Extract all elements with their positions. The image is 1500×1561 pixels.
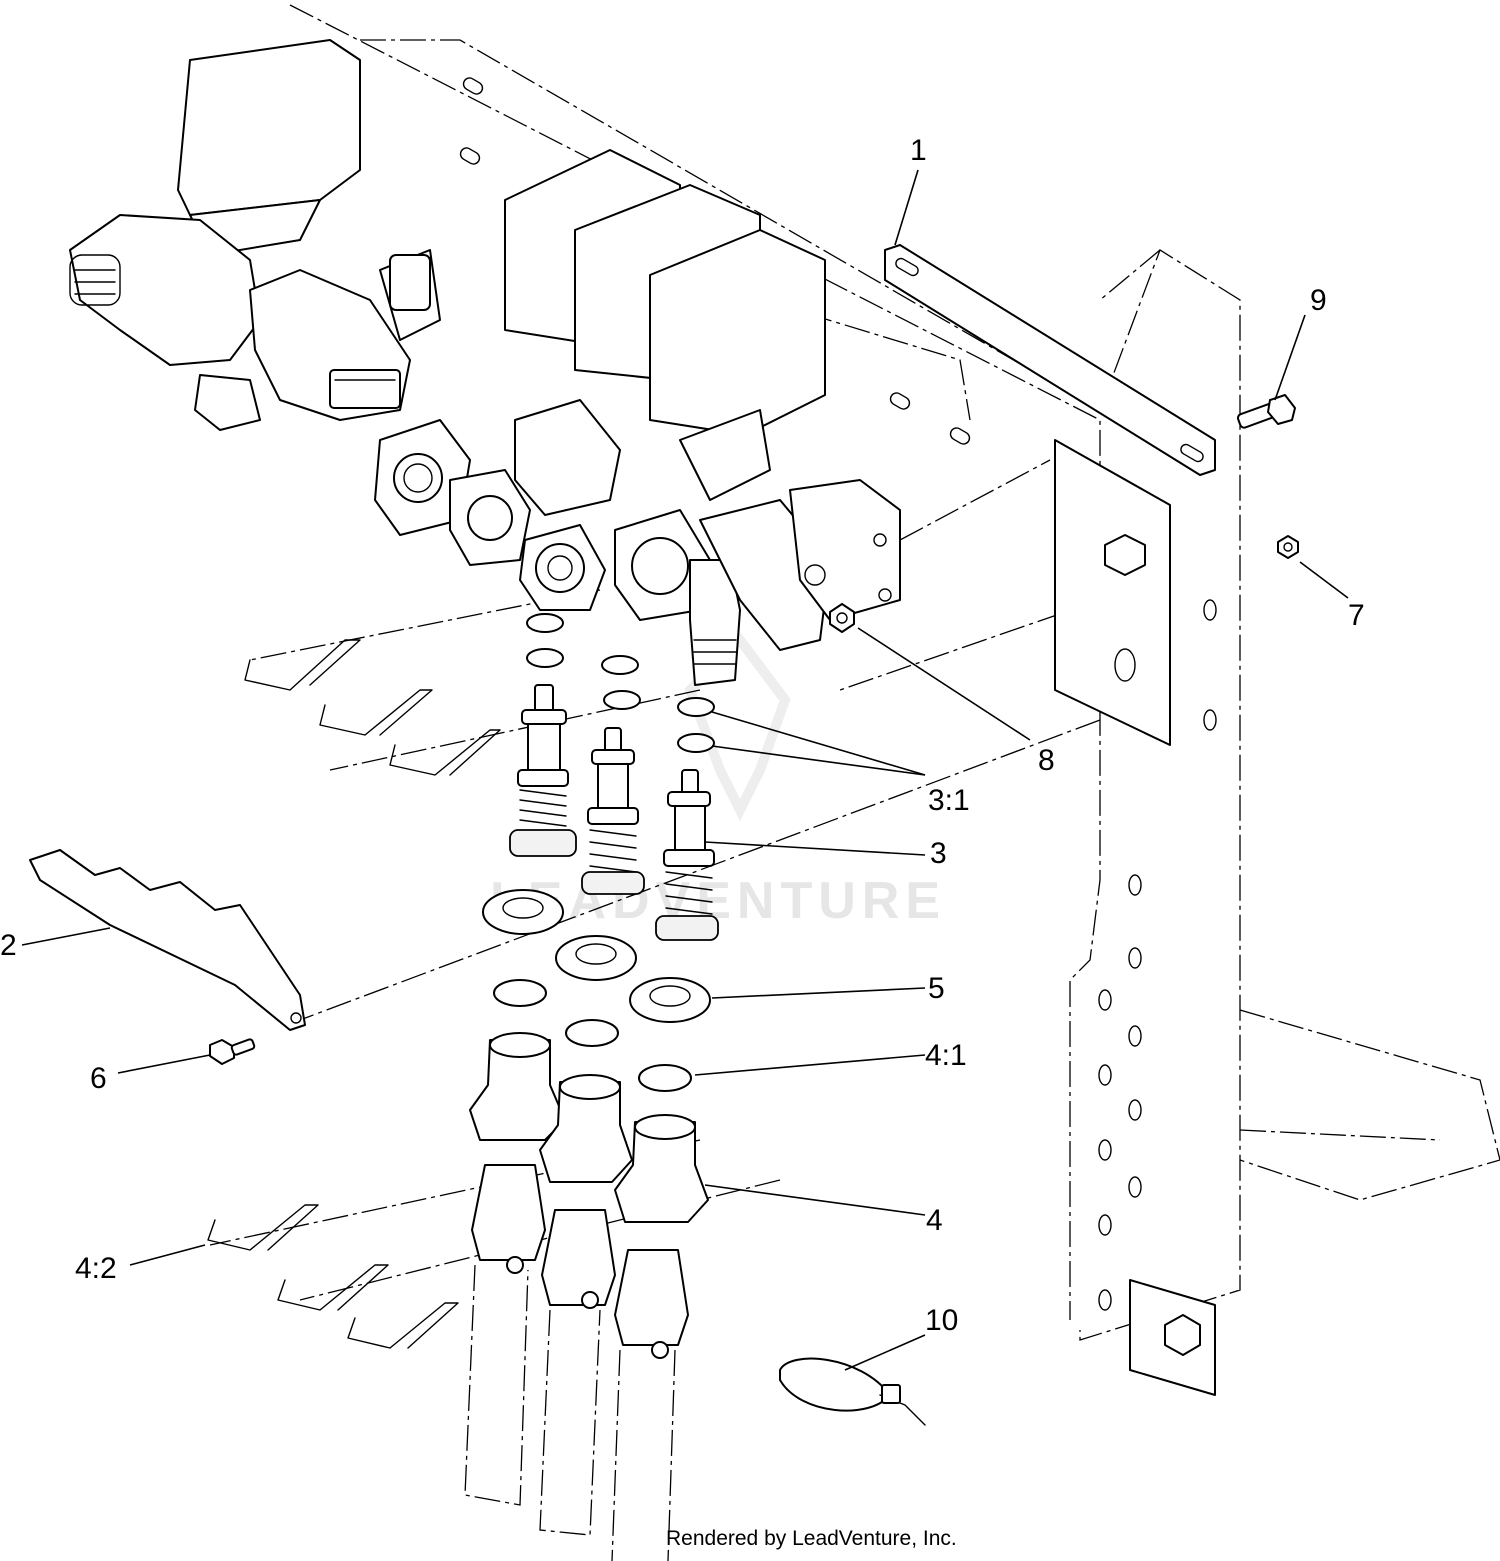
callout-7: 7 xyxy=(1348,599,1365,632)
callout-6: 6 xyxy=(90,1062,107,1095)
frame-slot-holes xyxy=(459,77,1217,1311)
callout-4: 4 xyxy=(926,1204,943,1237)
hoses xyxy=(464,1264,676,1561)
hose-fittings xyxy=(471,1164,689,1359)
seal-grommets xyxy=(482,889,711,1023)
callout-10: 10 xyxy=(925,1304,958,1337)
nut-7 xyxy=(1277,535,1299,559)
check-valve-3 xyxy=(655,769,719,941)
check-valve-2 xyxy=(581,727,645,895)
watermark-logo xyxy=(684,632,791,822)
quick-couplers xyxy=(469,1032,709,1223)
callout-8: 8 xyxy=(1038,744,1055,777)
callout-3: 3 xyxy=(930,837,947,870)
cable-tie-10 xyxy=(779,1357,926,1426)
outlet-coupler-3-elbow xyxy=(614,509,741,686)
check-valve-assemblies xyxy=(509,684,719,941)
outlet-coupler-1 xyxy=(374,419,531,566)
nut-8 xyxy=(829,603,855,633)
retaining-clips-upper xyxy=(244,639,501,776)
bolt-9 xyxy=(1236,394,1296,429)
valve-manifold-assembly xyxy=(69,39,901,686)
callout-labels: 1 2 3 3:1 4 4:1 4:2 5 6 7 8 9 10 xyxy=(0,134,1365,1337)
callout-9: 9 xyxy=(1310,284,1327,317)
check-valve-1 xyxy=(509,684,577,857)
o-rings-3-1 xyxy=(526,613,715,753)
retaining-clips-lower xyxy=(207,1204,459,1349)
background-frame-outline xyxy=(209,4,1500,1341)
mounting-strap xyxy=(884,244,1216,476)
clip-retainer-bar xyxy=(29,849,306,1031)
callout-1: 1 xyxy=(910,134,927,167)
callout-5: 5 xyxy=(928,972,945,1005)
footer-credit: Rendered by LeadVenture, Inc. xyxy=(666,1527,957,1550)
bolt-6 xyxy=(209,1038,256,1065)
mounting-bracket-plate xyxy=(1054,439,1216,1396)
callout-leader-lines xyxy=(21,169,1349,1371)
outlet-coupler-2 xyxy=(514,399,621,611)
callout-4-1: 4:1 xyxy=(925,1039,967,1072)
callout-3-1: 3:1 xyxy=(928,784,970,817)
callout-4-2: 4:2 xyxy=(75,1252,117,1285)
o-rings-4-1 xyxy=(493,979,692,1092)
callout-2: 2 xyxy=(0,929,17,962)
